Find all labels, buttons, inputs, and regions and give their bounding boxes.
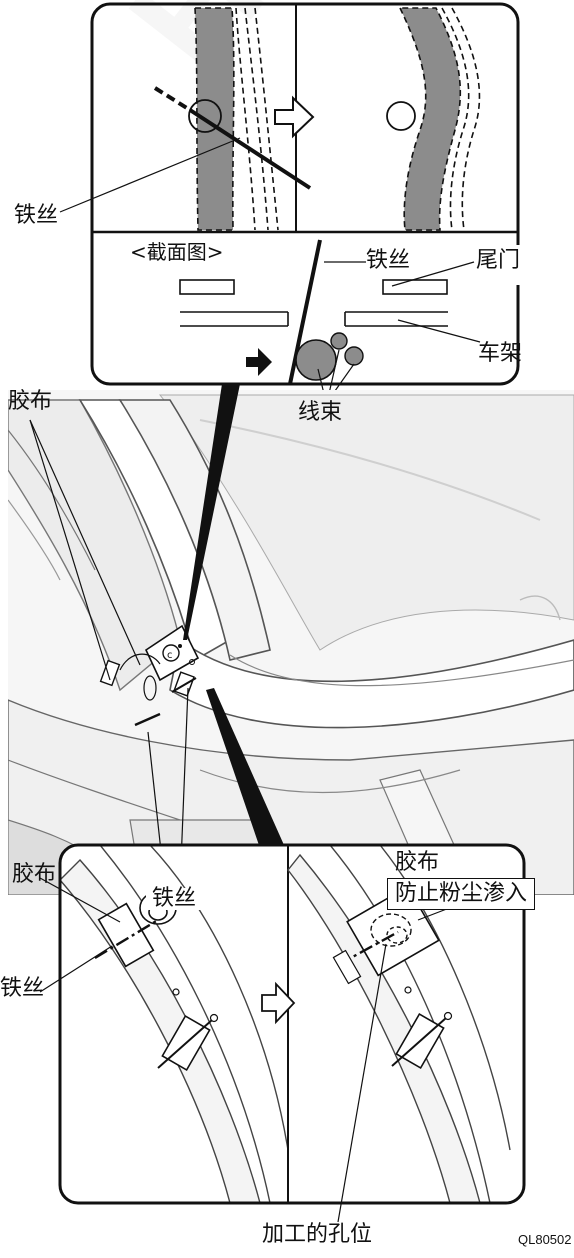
- leader-line: [59, 137, 241, 213]
- svg-text:c: c: [167, 650, 173, 661]
- arrow-right-icon: [274, 95, 315, 139]
- harness-bundle-small: [330, 332, 348, 350]
- label-tape-lower: 胶布: [12, 862, 57, 887]
- leader-line: [39, 945, 113, 993]
- label-hole: 加工的孔位: [262, 1222, 373, 1247]
- label-section-title: <截面图>: [130, 240, 224, 264]
- hole-circle-icon: [188, 99, 222, 133]
- harness-bundle-small: [344, 346, 364, 366]
- tape-lower-left: [157, 1013, 219, 1072]
- top-panel-frame: [90, 2, 520, 386]
- leader-line: [397, 319, 481, 343]
- callout-wedge-top: [183, 384, 240, 640]
- car-illustration: c: [8, 390, 574, 895]
- harness-bundle-large: [295, 339, 337, 381]
- label-dustproof: 防止粉尘渗入: [387, 878, 536, 910]
- tape-lower-right: [391, 1011, 453, 1070]
- bottom-panel-frame: [58, 843, 526, 1205]
- hole-circle-icon: [386, 101, 416, 131]
- leader-line: [337, 943, 387, 1223]
- top-detail-panel: [90, 2, 523, 432]
- harness-before-icon: [194, 7, 279, 231]
- label-tape-right: 胶布: [395, 850, 440, 875]
- label-wire-lower: 铁丝: [0, 976, 45, 1001]
- wire-crossing-icon: [153, 86, 312, 190]
- label-tailgate: 尾门: [476, 248, 521, 273]
- section-view: [179, 239, 448, 384]
- label-harness: 线束: [298, 400, 343, 425]
- label-tape-upper: 胶布: [8, 389, 53, 414]
- label-section-wire: 铁丝: [366, 248, 411, 273]
- arrow-right-icon: [261, 981, 296, 1025]
- arrow-black-icon: [246, 348, 272, 376]
- leader-line: [29, 419, 141, 666]
- label-frame: 车架: [478, 341, 523, 366]
- tape-and-wire-marks: [99, 644, 197, 727]
- leader-line: [391, 261, 475, 287]
- harness-after-icon: [398, 7, 481, 231]
- figure-code: QL80502: [518, 1232, 572, 1247]
- label-top-wire: 铁丝: [14, 203, 59, 228]
- label-wire-middle: 铁丝: [146, 888, 203, 910]
- leader-line: [39, 877, 121, 923]
- section-wire-line: [288, 239, 322, 384]
- callout-wedge-bottom: [206, 688, 288, 854]
- leader-line: [29, 419, 111, 681]
